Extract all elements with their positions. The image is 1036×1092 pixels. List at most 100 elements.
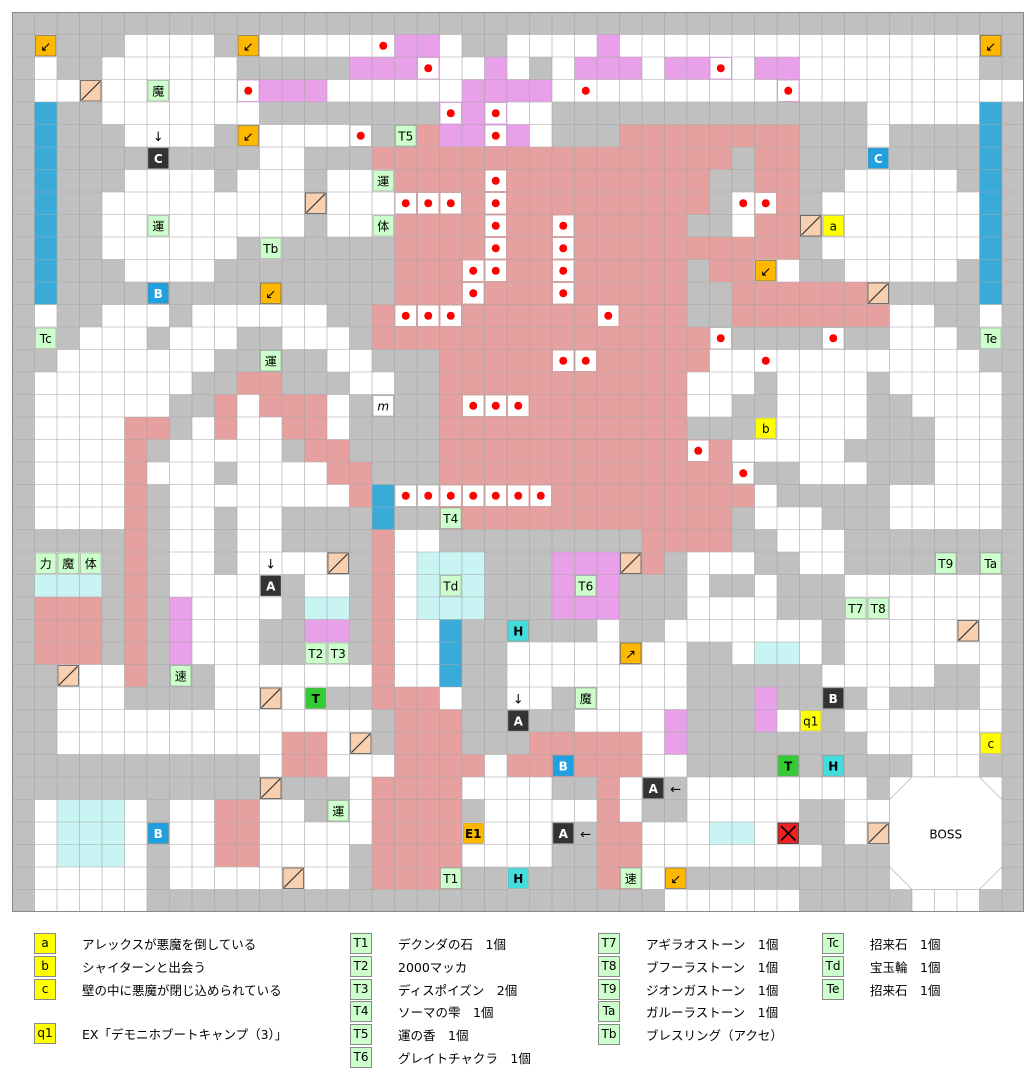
damage-floor [259, 394, 327, 417]
ice-floor [57, 799, 125, 867]
treasure-marker: T8 [867, 597, 889, 619]
door-marker: C [867, 147, 889, 169]
event-key: q1 [34, 1022, 56, 1044]
map-label-text: m [377, 399, 389, 413]
map-label-text: Tb [262, 242, 278, 256]
treasure-marker: T9 [935, 552, 957, 574]
door-marker: A [507, 710, 529, 732]
treasure-marker: T4 [440, 507, 462, 529]
door-marker: B [147, 282, 169, 304]
event-text: EX「デモニホブートキャンプ（3）」 [82, 1026, 288, 1042]
map-label-text: H [828, 759, 838, 773]
direction-arrow-icon: ↓ [513, 692, 524, 707]
ice-floor [34, 574, 102, 597]
treasure-marker: Te [980, 327, 1002, 349]
enemy-marker [581, 86, 590, 95]
damage-floor [619, 349, 687, 372]
svg-text:↗: ↗ [625, 647, 636, 662]
floor-tile [34, 372, 102, 395]
map-label-text: T5 [397, 129, 413, 143]
enemy-marker [491, 199, 500, 208]
map-label-text: Ta [983, 557, 997, 571]
svg-text:↙: ↙ [243, 40, 254, 55]
damage-floor [687, 237, 755, 260]
staircase-icon [867, 822, 889, 844]
enemy-layer [238, 35, 844, 506]
floor-tile [507, 34, 980, 57]
enemy-marker [244, 86, 253, 95]
enemy-marker [424, 491, 433, 500]
damage-floor [34, 597, 102, 665]
treasure-key: Tc [822, 932, 844, 954]
map-label-text: 体 [377, 219, 389, 233]
damage-floor [372, 777, 440, 890]
ice-floor-layer [34, 552, 800, 867]
enemy-marker [784, 86, 793, 95]
enemy-marker [559, 356, 568, 365]
door-marker: H [507, 867, 529, 889]
map-label-text: A [266, 579, 276, 593]
map-label: 運 [147, 215, 169, 237]
enemy-marker [559, 266, 568, 275]
floor-tile [822, 192, 980, 260]
floor-tile [732, 439, 755, 462]
enemy-marker [716, 64, 725, 73]
map-border [12, 12, 1024, 912]
enemy-marker [739, 469, 748, 478]
floor-tile [597, 619, 620, 732]
staircase-icon [305, 192, 327, 214]
event-text: シャイターンと出会う [82, 959, 206, 975]
map-label-text: T4 [442, 512, 458, 526]
damage-floor [394, 709, 462, 732]
floor-tile [687, 552, 755, 575]
treasure-marker: T7 [845, 597, 867, 619]
damage-floor [372, 147, 440, 170]
door-marker: B [147, 822, 169, 844]
floor-tile [237, 79, 1024, 102]
enemy-marker [581, 356, 590, 365]
map-label-text: B [154, 827, 163, 841]
staircase-icon [620, 552, 642, 574]
staircase-icon [282, 867, 304, 889]
map-label: 運 [372, 170, 394, 192]
map-label: 魔 [575, 687, 597, 709]
floor-tile [102, 304, 170, 327]
damage-floor [687, 147, 710, 215]
floor-tile [687, 372, 755, 395]
floor-tile [169, 484, 237, 507]
floor-tile [822, 664, 935, 687]
enemy-marker [469, 491, 478, 500]
map-label-text: B [829, 692, 838, 706]
treasure-key: T7 [598, 932, 620, 954]
map-label-text: T7 [847, 602, 863, 616]
event-key: b [34, 955, 56, 977]
floor-tile [102, 732, 260, 755]
damage-floor [642, 417, 665, 485]
door-marker: C [147, 147, 169, 169]
treasure-text: アギラオストーン 1個 [646, 936, 779, 952]
treasure-text: 宝玉輪 1個 [870, 959, 941, 975]
door-marker: B [822, 687, 844, 709]
enemy-marker [761, 199, 770, 208]
treasure-text: ジオンガストーン 1個 [646, 982, 779, 998]
damage-floor [642, 147, 665, 170]
treasure-text: グレイトチャクラ 1個 [398, 1050, 531, 1066]
treasure-text: ブフーラストーン 1個 [646, 959, 779, 975]
enemy-marker [491, 491, 500, 500]
damage-floor [642, 552, 665, 575]
enemy-marker [446, 491, 455, 500]
map-label: 力 [35, 552, 57, 574]
direction-arrow-icon: ↓ [265, 557, 276, 572]
enemy-marker [469, 289, 478, 298]
staircase-icon [260, 687, 282, 709]
floor-tile [777, 529, 845, 552]
map-label-text: C [154, 152, 163, 166]
map-label: 体 [80, 552, 102, 574]
